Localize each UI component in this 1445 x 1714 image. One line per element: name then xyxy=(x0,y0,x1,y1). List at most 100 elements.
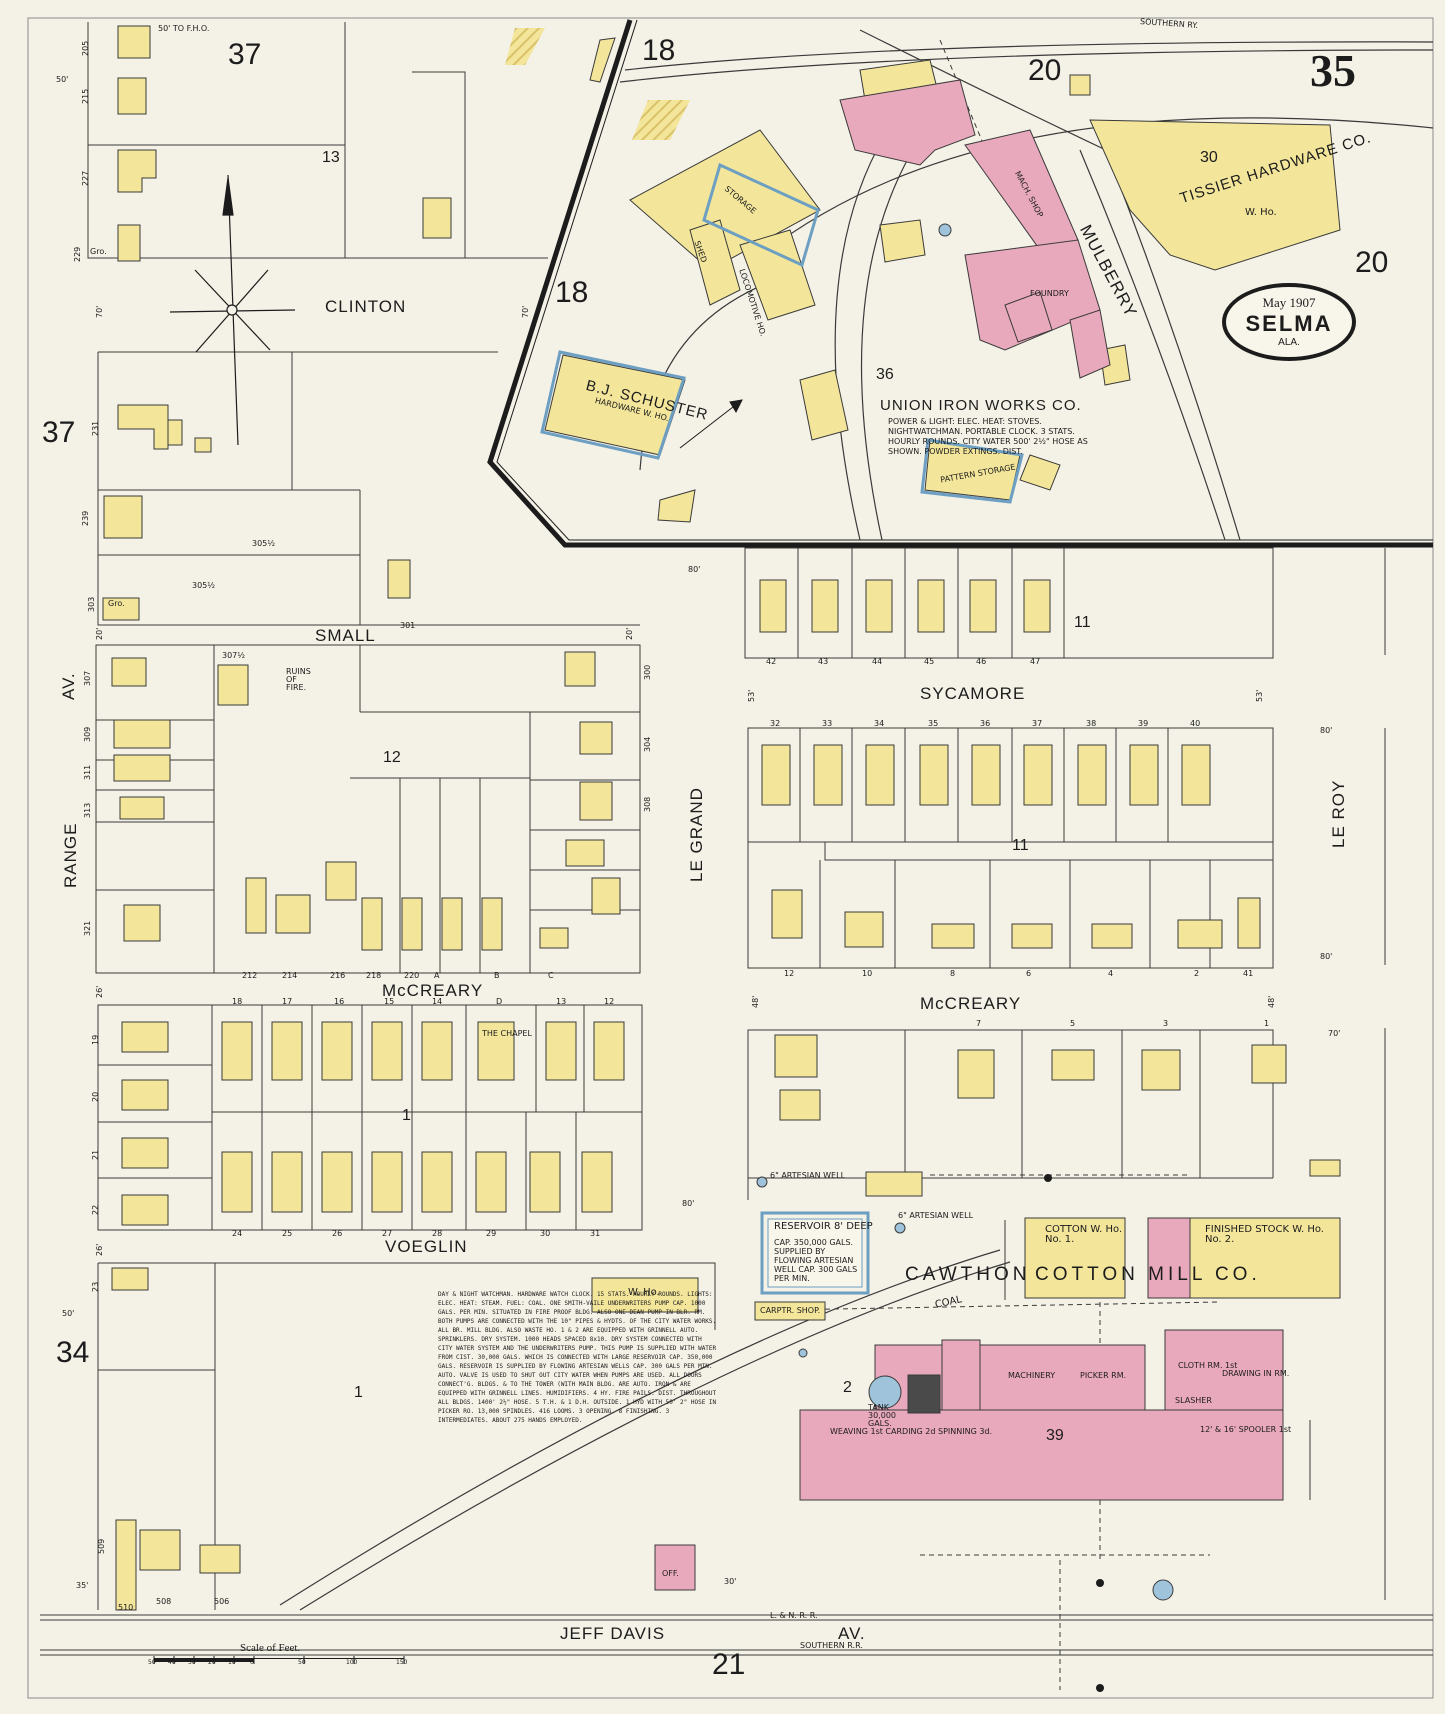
hn-307b: 307½ xyxy=(222,651,246,660)
block-37-left: 37 xyxy=(42,416,76,449)
scale-tick: 40 xyxy=(168,1659,176,1666)
hn-5: 5 xyxy=(1070,1019,1076,1028)
hn-35: 35 xyxy=(928,719,939,728)
hn-44: 44 xyxy=(872,657,883,666)
width-80b: 80' xyxy=(1320,726,1333,735)
finished-stock-warehouse-2 xyxy=(1189,1217,1341,1299)
hn-218: 218 xyxy=(366,971,382,980)
seal-date: May 1907 xyxy=(1262,295,1316,310)
hn-31: 31 xyxy=(590,1229,601,1238)
scale-of-feet: Scale of Feet. 50 40 30 20 10 0 50 100 1… xyxy=(148,1642,418,1684)
hn-509: 509 xyxy=(97,1538,106,1554)
hn-40: 40 xyxy=(1190,719,1201,728)
street-voeglin: VOEGLIN xyxy=(385,1237,468,1256)
width-26b: 26' xyxy=(95,1243,104,1256)
north-arrow xyxy=(169,174,296,446)
hn-43: 43 xyxy=(818,657,829,666)
hn-12: 12 xyxy=(784,969,795,978)
block-11-north: 11 xyxy=(1074,614,1091,631)
hn-7: 7 xyxy=(976,1019,982,1028)
block-39: 39 xyxy=(1046,1427,1064,1444)
hn-33: 33 xyxy=(822,719,833,728)
hn-308: 308 xyxy=(643,796,652,812)
label-office: OFF. xyxy=(662,1569,679,1578)
hn-508: 508 xyxy=(156,1597,172,1606)
block-21: 21 xyxy=(712,1648,746,1681)
label-tank: TANK 30,000 GALS. xyxy=(868,1403,896,1428)
hn-205: 205 xyxy=(81,40,90,56)
block-20-top: 20 xyxy=(1028,54,1062,87)
hn-313: 313 xyxy=(83,802,92,818)
street-clinton: CLINTON xyxy=(325,297,407,316)
office xyxy=(654,1544,696,1591)
hn-6: 6 xyxy=(1026,969,1032,978)
street-jeff-davis-av: AV. xyxy=(838,1624,866,1643)
label-cotton-mill: COTTON MILL CO. xyxy=(1035,1264,1261,1285)
hn-307: 307 xyxy=(83,670,92,686)
hn-4: 4 xyxy=(1108,969,1114,978)
label-southern-rr: SOUTHERN R.R. xyxy=(800,1641,863,1650)
label-weaving: WEAVING 1st CARDING 2d SPINNING 3d. xyxy=(830,1427,993,1436)
hn-311: 311 xyxy=(83,764,92,780)
width-20b: 20' xyxy=(625,627,634,640)
label-spooler: 12' & 16' SPOOLER 1st xyxy=(1200,1425,1292,1434)
width-48b: 48' xyxy=(1267,995,1276,1008)
hn-303: 303 xyxy=(87,596,96,612)
rail-tracks xyxy=(279,29,1434,1611)
hn-301: 301 xyxy=(400,621,416,630)
hatched-areas xyxy=(505,28,690,140)
street-jeff-davis: JEFF DAVIS xyxy=(560,1624,666,1643)
width-20a: 20' xyxy=(95,627,104,640)
hn-38: 38 xyxy=(1086,719,1097,728)
street-small: SMALL xyxy=(315,626,376,645)
width-50b: 50' xyxy=(62,1309,75,1318)
block-18-top: 18 xyxy=(642,34,676,67)
label-artesian-well-1: 6" ARTESIAN WELL xyxy=(770,1171,846,1180)
reservoir xyxy=(760,1211,870,1295)
label-finished-stock-warehouse-2: FINISHED STOCK W. Ho. No. 2. xyxy=(1205,1224,1324,1245)
street-sycamore: SYCAMORE xyxy=(920,684,1026,703)
street-range-av: AV. xyxy=(59,672,78,700)
sheet-border xyxy=(27,17,1434,1699)
label-reservoir: RESERVOIR 8' DEEP xyxy=(774,1221,873,1232)
scale-tick: 30 xyxy=(188,1659,196,1666)
fireproof-walls xyxy=(540,162,1024,1295)
dwelling-205 xyxy=(117,25,151,59)
scale-tick: 0 xyxy=(250,1659,254,1666)
hn-13: 13 xyxy=(556,997,567,1006)
width-48a: 48' xyxy=(751,995,760,1008)
scale-title: Scale of Feet. xyxy=(240,1642,301,1654)
hn-229: 229 xyxy=(73,246,82,262)
width-50a: 50' xyxy=(56,75,69,84)
label-cloth-room: CLOTH RM. 1st xyxy=(1178,1361,1238,1370)
hn-25: 25 xyxy=(282,1229,293,1238)
hn-24: 24 xyxy=(232,1229,243,1238)
hn-15: 15 xyxy=(384,997,395,1006)
brick-buildings xyxy=(654,79,1284,1591)
hn-300: 300 xyxy=(643,664,652,680)
hn-309: 309 xyxy=(83,726,92,742)
hn-21: 21 xyxy=(91,1149,100,1160)
block-37-top: 37 xyxy=(228,38,262,71)
street-mccreary-west: McCREARY xyxy=(382,981,484,1000)
street-le-grand: LE GRAND xyxy=(687,787,706,882)
block-11-south: 11 xyxy=(1012,837,1029,854)
scale-ticks: 50 40 30 20 10 0 50 100 150 xyxy=(148,1660,418,1684)
hn-227: 227 xyxy=(81,170,90,186)
hn-231: 231 xyxy=(91,420,100,436)
hn-23: 23 xyxy=(91,1281,100,1292)
width-30: 30' xyxy=(724,1577,737,1586)
frame-buildings xyxy=(102,25,1341,1611)
scale-bar xyxy=(153,1656,405,1664)
width-53b: 53' xyxy=(1255,689,1264,702)
hn-29: 29 xyxy=(486,1229,497,1238)
width-70b: 70' xyxy=(521,305,530,318)
hn-c: C xyxy=(548,971,554,980)
hn-212: 212 xyxy=(242,971,258,980)
width-80a: 80' xyxy=(688,565,701,574)
width-70a: 70' xyxy=(95,305,104,318)
width-26: 26' xyxy=(95,985,104,998)
block-1-sw: 1 xyxy=(354,1384,363,1401)
hn-220: 220 xyxy=(404,971,420,980)
